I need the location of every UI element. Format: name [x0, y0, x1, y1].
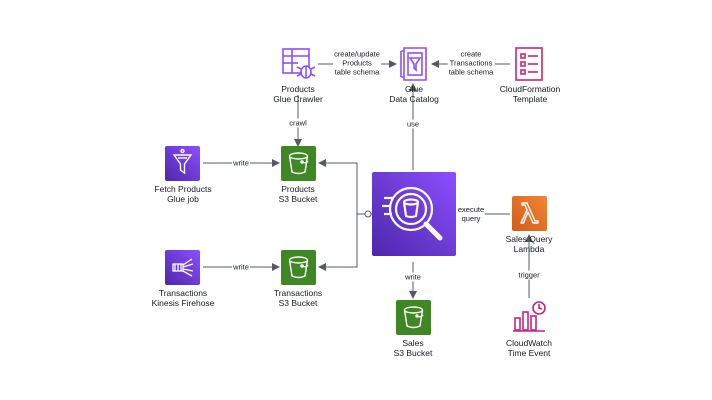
- glue-crawler-icon: [282, 48, 316, 79]
- s3-bucket-icon: [288, 256, 309, 279]
- transactions-firehose-label: Transactions Kinesis Firehose: [151, 288, 215, 308]
- lambda-icon: [520, 202, 539, 224]
- products-crawler-label: Products Glue Crawler: [273, 84, 323, 104]
- kinesis-firehose-icon: [172, 258, 194, 277]
- s3-bucket-icon: [403, 306, 424, 329]
- athena-node[interactable]: [372, 172, 456, 256]
- products-crawler-node[interactable]: [280, 46, 316, 82]
- fetch-products-node[interactable]: [165, 146, 200, 181]
- fetch-products-label: Fetch Products Glue job: [154, 184, 212, 204]
- data-catalog-icon: [400, 47, 427, 81]
- cloudwatch-label: CloudWatch Time Event: [506, 338, 552, 358]
- products-bucket-label: Products S3 Bucket: [278, 184, 318, 204]
- products-bucket-node[interactable]: [281, 146, 316, 181]
- edge-athena-to-products: [318, 159, 372, 215]
- cloudformation-node[interactable]: [512, 46, 548, 82]
- edge-label-sales-write: write: [404, 272, 422, 282]
- cloudwatch-node[interactable]: [511, 298, 547, 334]
- glue-catalog-node[interactable]: [396, 46, 432, 82]
- edge-label-fetch-write: write: [232, 158, 250, 168]
- s3-bucket-icon: [288, 152, 309, 175]
- edge-label-execute-query: execute query: [456, 205, 486, 223]
- edge-label-create-transactions: create Transactions table schema: [447, 49, 495, 77]
- edge-label-trigger: trigger: [517, 270, 541, 280]
- cloudformation-label: CloudFormation Template: [499, 84, 561, 104]
- glue-job-icon: [172, 148, 193, 175]
- athena-icon: [382, 186, 443, 241]
- sales-lambda-label: Sales Query Lambda: [505, 234, 553, 254]
- edge-label-create-update: create/update Products table schema: [333, 49, 381, 77]
- cloudformation-template-icon: [515, 47, 543, 81]
- sales-bucket-label: Sales S3 Bucket: [393, 338, 433, 358]
- sales-lambda-node[interactable]: [512, 196, 547, 231]
- edge-label-crawl: crawl: [288, 118, 308, 128]
- edge-athena-to-transactions: [318, 214, 358, 271]
- transactions-firehose-node[interactable]: [165, 250, 200, 285]
- transactions-bucket-label: Transactions S3 Bucket: [273, 288, 323, 308]
- cloudwatch-event-icon: [513, 301, 546, 332]
- sales-bucket-node[interactable]: [396, 300, 431, 335]
- transactions-bucket-node[interactable]: [281, 250, 316, 285]
- glue-catalog-label: Glue Data Catalog: [389, 84, 439, 104]
- edge-label-use: use: [405, 119, 421, 129]
- edge-label-firehose-write: write: [232, 262, 250, 272]
